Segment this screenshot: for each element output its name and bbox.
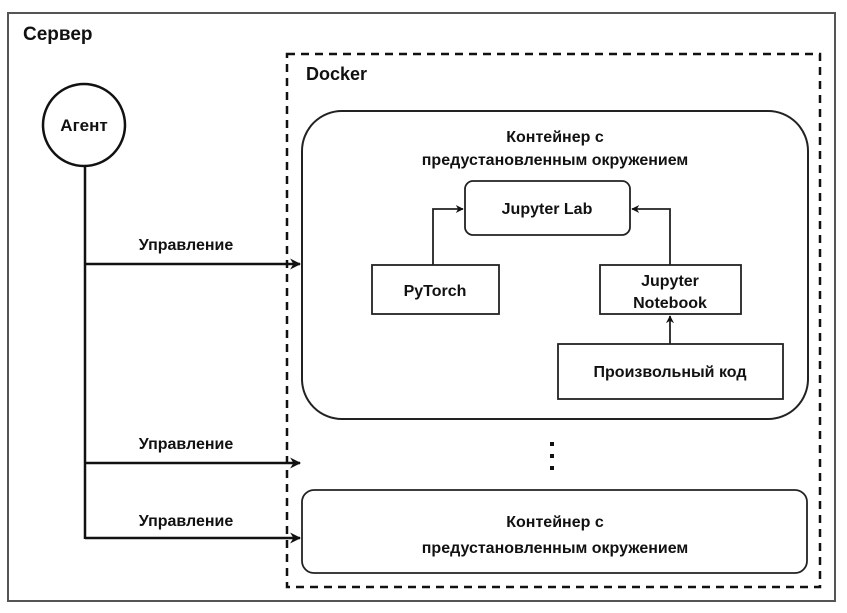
container-main-title-line1: Контейнер с bbox=[506, 129, 604, 146]
arbitrary-code-box[interactable] bbox=[557, 343, 784, 400]
jupyter-notebook-box[interactable] bbox=[599, 264, 742, 315]
edge-pytorch-to-jupyter-lab bbox=[432, 205, 464, 265]
control-edge-3-label: Управление bbox=[139, 513, 234, 530]
container-secondary[interactable] bbox=[301, 489, 808, 574]
docker-frame bbox=[285, 52, 822, 589]
container-secondary-title-line2: предустановленным окружением bbox=[422, 540, 689, 557]
control-edge-1-label: Управление bbox=[139, 237, 234, 254]
server-label: Сервер bbox=[23, 24, 93, 45]
pytorch-label: PyTorch bbox=[404, 283, 467, 300]
agent-label: Агент bbox=[60, 116, 107, 135]
container-secondary-title-line1: Контейнер с bbox=[506, 514, 604, 531]
ellipsis-dot bbox=[550, 466, 554, 470]
jupyter-notebook-label-line2: Notebook bbox=[633, 295, 707, 312]
jupyter-lab-box[interactable] bbox=[464, 180, 631, 236]
control-edge-2-label: Управление bbox=[139, 436, 234, 453]
pytorch-box[interactable] bbox=[371, 264, 500, 315]
ellipsis-dot bbox=[550, 442, 554, 446]
container-main-title-line2: предустановленным окружением bbox=[422, 152, 689, 169]
arbitrary-code-label: Произвольный код bbox=[594, 364, 747, 381]
ellipsis-dot bbox=[550, 454, 554, 458]
jupyter-notebook-label-line1: Jupyter bbox=[641, 273, 699, 290]
container-main[interactable] bbox=[301, 110, 809, 420]
docker-label: Docker bbox=[306, 64, 367, 84]
jupyter-lab-label: Jupyter Lab bbox=[502, 201, 593, 218]
ellipsis-indicator bbox=[550, 442, 554, 470]
edge-notebook-to-jupyter-lab bbox=[631, 205, 671, 265]
